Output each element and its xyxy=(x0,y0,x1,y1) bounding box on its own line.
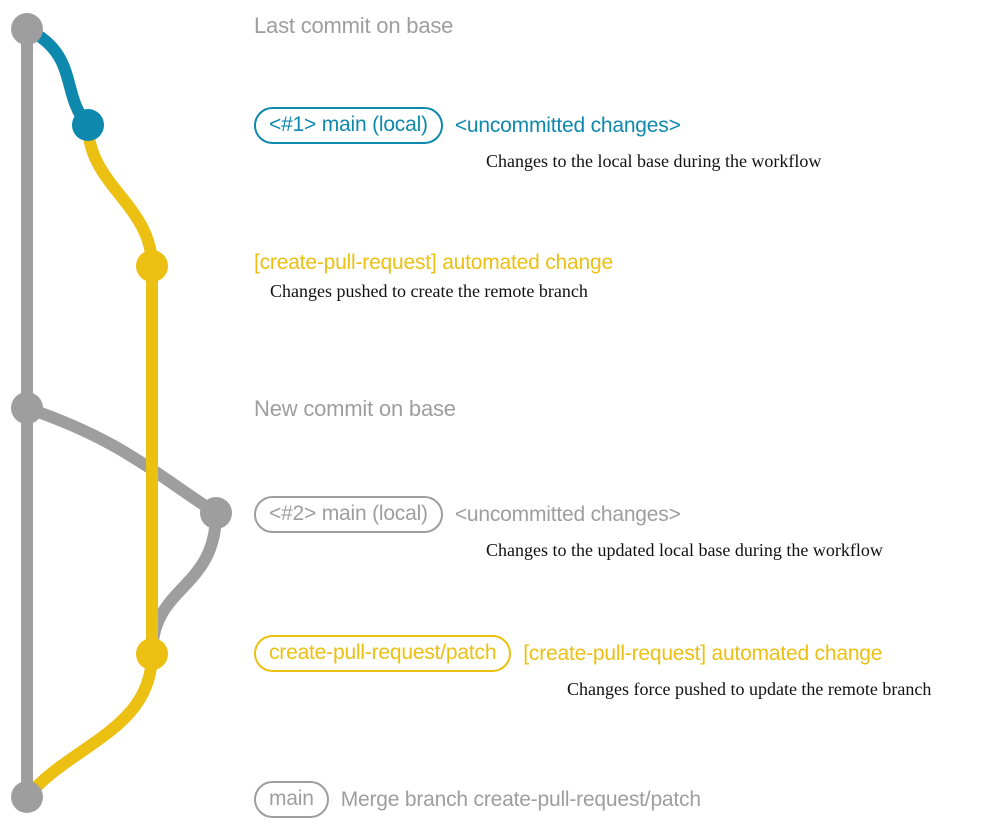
commit-node-base-last[interactable] xyxy=(11,13,43,45)
edge-base-to-local2 xyxy=(21,402,222,519)
edge-local1-to-patch1 xyxy=(82,119,158,272)
commit-subject-patch-1: [create-pull-request] automated change xyxy=(254,251,613,274)
commit-node-merge[interactable] xyxy=(11,781,43,813)
commit-caption-patch-1: Changes pushed to create the remote bran… xyxy=(270,281,588,302)
commit-subject-local-2: <uncommitted changes> xyxy=(454,502,681,526)
commit-node-base-new[interactable] xyxy=(11,392,43,424)
commit-subject-merge: Merge branch create-pull-request/patch xyxy=(340,787,701,811)
commit-node-local-1[interactable] xyxy=(72,109,104,141)
branch-badge-local-2[interactable]: <#2> main (local) xyxy=(254,496,443,534)
commit-subject-local-1: <uncommitted changes> xyxy=(454,113,681,137)
commit-node-patch-1[interactable] xyxy=(136,250,168,282)
row-last-commit-on-base: Last commit on base xyxy=(254,13,453,39)
row-patch-1: [create-pull-request] automated change C… xyxy=(254,251,613,302)
branch-badge-local-1[interactable]: <#1> main (local) xyxy=(254,107,443,145)
row-patch-2: create-pull-request/patch [create-pull-r… xyxy=(254,635,931,700)
branch-badge-patch-2[interactable]: create-pull-request/patch xyxy=(254,635,512,673)
commit-subject-base-new: New commit on base xyxy=(254,396,456,421)
commit-nodes xyxy=(11,13,232,813)
row-merge: main Merge branch create-pull-request/pa… xyxy=(254,781,701,819)
commit-caption-local-2: Changes to the updated local base during… xyxy=(486,540,883,561)
commit-caption-patch-2: Changes force pushed to update the remot… xyxy=(567,679,932,700)
commit-subject-patch-2: [create-pull-request] automated change xyxy=(523,641,883,665)
commit-node-patch-2[interactable] xyxy=(136,638,168,670)
branch-badge-main[interactable]: main xyxy=(254,781,329,819)
edge-patch2-to-merge xyxy=(21,648,158,803)
row-new-commit-on-base: New commit on base xyxy=(254,396,456,422)
commit-node-local-2[interactable] xyxy=(200,497,232,529)
commit-subject-base-last: Last commit on base xyxy=(254,13,454,38)
commit-caption-local-1: Changes to the local base during the wor… xyxy=(486,151,822,172)
row-local-1: <#1> main (local) <uncommitted changes> … xyxy=(254,107,821,172)
row-local-2: <#2> main (local) <uncommitted changes> … xyxy=(254,496,883,561)
